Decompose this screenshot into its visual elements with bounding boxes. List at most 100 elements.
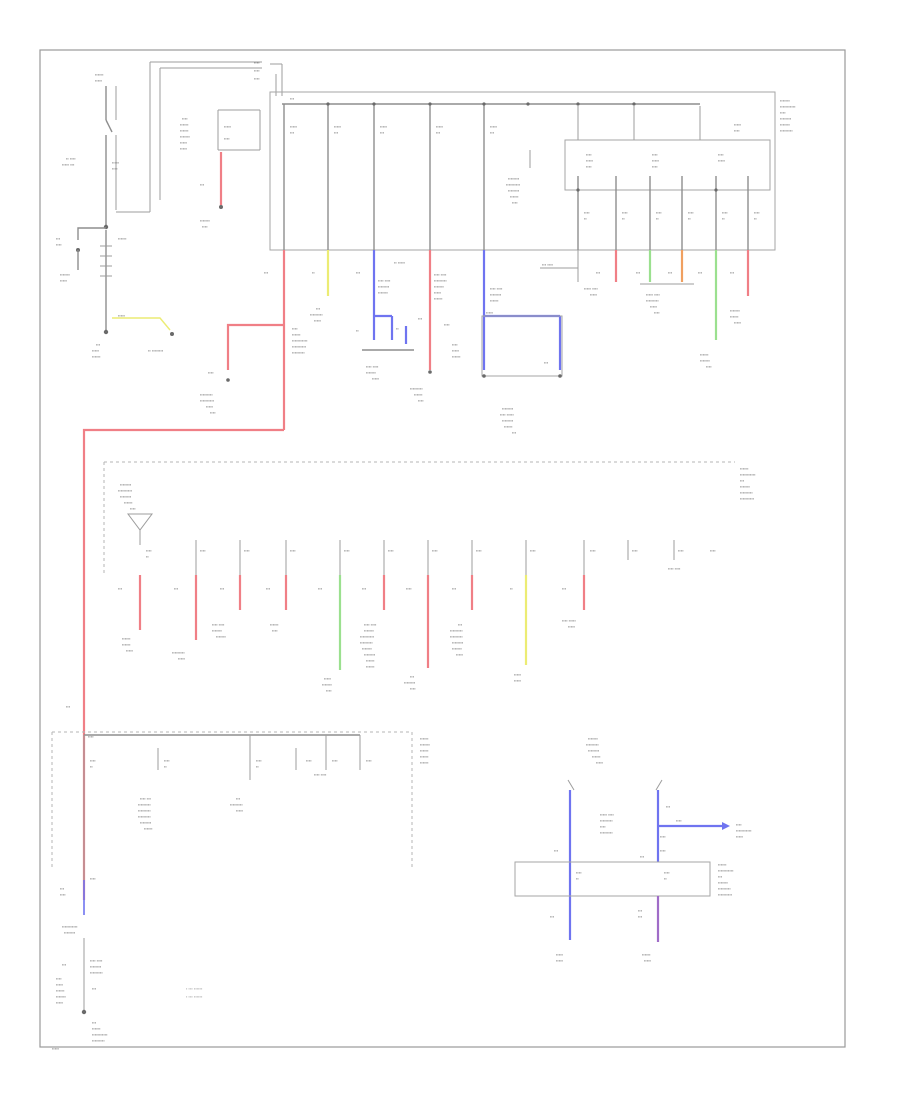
svg-text:▪▪▪▪: ▪▪▪▪ <box>586 164 592 169</box>
svg-text:▪▪▪▪▪▪▪: ▪▪▪▪▪▪▪ <box>364 628 375 633</box>
svg-text:▪▪▪▪: ▪▪▪▪ <box>736 822 742 827</box>
svg-text:▪▪▪▪: ▪▪▪▪ <box>664 870 670 875</box>
svg-text:▪▪▪▪: ▪▪▪▪ <box>256 758 262 763</box>
svg-text:▪▪▪▪▪▪▪▪: ▪▪▪▪▪▪▪▪ <box>490 292 502 297</box>
svg-text:▪▪▪▪▪: ▪▪▪▪▪ <box>586 158 594 163</box>
svg-text:▪▪▪▪▪▪▪▪▪▪: ▪▪▪▪▪▪▪▪▪▪ <box>506 182 521 187</box>
svg-text:▪▪▪▪▪: ▪▪▪▪▪ <box>380 124 388 129</box>
svg-text:▪▪▪▪▪▪: ▪▪▪▪▪▪ <box>642 952 651 957</box>
svg-text:▪▪▪▪▪▪: ▪▪▪▪▪▪ <box>414 392 423 397</box>
svg-text:▪▪▪: ▪▪▪ <box>92 986 97 991</box>
red-feed: ▪▪▪▪ ▪▪▪▪▪▪ ▪▪▪▪▪▪▪▪▪▪▪ ▪▪▪▪▪▪▪▪▪▪ ▪▪▪▪▪… <box>66 323 308 900</box>
svg-text:▪▪▪: ▪▪▪ <box>236 796 241 801</box>
svg-text:▪▪▪▪▪▪▪: ▪▪▪▪▪▪▪ <box>180 134 191 139</box>
svg-text:▪▪▪: ▪▪▪ <box>220 586 225 591</box>
svg-text:▪▪▪▪▪▪▪: ▪▪▪▪▪▪▪ <box>718 880 729 885</box>
svg-text:▪▪▪▪: ▪▪▪▪ <box>130 506 136 511</box>
svg-text:▪▪▪▪: ▪▪▪▪ <box>754 210 760 215</box>
svg-text:▪▪▪▪: ▪▪▪▪ <box>530 548 536 553</box>
svg-text:▪▪▪: ▪▪▪ <box>356 270 361 275</box>
svg-text:▪▪▪▪▪▪▪▪▪: ▪▪▪▪▪▪▪▪▪ <box>90 970 103 975</box>
svg-text:▪▪▪▪▪▪▪▪: ▪▪▪▪▪▪▪▪ <box>452 640 464 645</box>
svg-text:▪▪▪▪: ▪▪▪▪ <box>452 342 458 347</box>
svg-text:▪▪▪▪ ▪▪▪▪: ▪▪▪▪ ▪▪▪▪ <box>668 566 681 571</box>
svg-text:▪▪▪▪▪: ▪▪▪▪▪ <box>514 672 522 677</box>
svg-text:▪▪▪: ▪▪▪ <box>174 586 179 591</box>
svg-text:▪▪▪▪▪: ▪▪▪▪▪ <box>334 124 342 129</box>
svg-text:▪▪▪▪▪: ▪▪▪▪▪ <box>644 958 652 963</box>
svg-text:▪▪▪▪▪▪▪▪▪: ▪▪▪▪▪▪▪▪▪ <box>292 350 305 355</box>
svg-text:▪▪▪▪: ▪▪▪▪ <box>146 548 152 553</box>
svg-text:▪▪▪▪▪▪: ▪▪▪▪▪▪ <box>504 424 513 429</box>
svg-text:▪▪▪: ▪▪▪ <box>730 270 735 275</box>
svg-text:▪▪▪▪▪▪▪▪▪: ▪▪▪▪▪▪▪▪▪ <box>172 650 185 655</box>
svg-text:▪▪▪▪▪▪▪▪▪: ▪▪▪▪▪▪▪▪▪ <box>600 830 613 835</box>
svg-text:▪▪▪▪▪: ▪▪▪▪▪ <box>56 982 64 987</box>
svg-text:▪▪▪▪▪▪▪: ▪▪▪▪▪▪▪ <box>322 682 333 687</box>
svg-text:▪▪▪▪▪▪▪: ▪▪▪▪▪▪▪ <box>452 646 463 651</box>
svg-text:▪▪▪▪: ▪▪▪▪ <box>632 548 638 553</box>
svg-text:▪▪▪: ▪▪▪ <box>436 130 441 135</box>
svg-text:▪ ▪▪▪ ▪▪▪▪▪▪: ▪ ▪▪▪ ▪▪▪▪▪▪ <box>186 986 203 991</box>
svg-text:▪▪▪▪▪: ▪▪▪▪▪ <box>652 158 660 163</box>
fuse-box-middle: ▪▪▪▪▪▪ ▪▪▪▪▪▪▪▪▪▪▪ ▪▪▪ ▪▪▪▪▪▪▪ ▪▪▪▪▪▪▪▪▪… <box>103 461 756 575</box>
svg-text:▪▪▪▪ ▪▪▪▪: ▪▪▪▪ ▪▪▪▪ <box>378 278 391 283</box>
svg-text:▪▪▪▪▪▪▪▪▪▪: ▪▪▪▪▪▪▪▪▪▪ <box>200 398 215 403</box>
svg-text:▪▪▪▪▪▪▪▪: ▪▪▪▪▪▪▪▪ <box>378 284 390 289</box>
svg-text:▪▪▪▪▪▪▪▪▪▪▪: ▪▪▪▪▪▪▪▪▪▪▪ <box>736 828 752 833</box>
svg-text:▪▪▪▪: ▪▪▪▪ <box>56 976 62 981</box>
svg-text:▪▪▪▪▪▪: ▪▪▪▪▪▪ <box>420 760 429 765</box>
svg-text:▪▪▪▪: ▪▪▪▪ <box>586 152 592 157</box>
svg-text:▪▪▪▪▪▪▪▪▪▪: ▪▪▪▪▪▪▪▪▪▪ <box>360 634 375 639</box>
svg-text:▪▪▪▪▪▪: ▪▪▪▪▪▪ <box>718 862 727 867</box>
svg-text:▪▪▪▪: ▪▪▪▪ <box>512 200 518 205</box>
svg-text:▪▪▪▪▪▪▪▪▪: ▪▪▪▪▪▪▪▪▪ <box>740 490 753 495</box>
svg-text:▪▪▪▪▪: ▪▪▪▪▪ <box>95 78 103 83</box>
svg-text:▪▪▪: ▪▪▪ <box>418 316 423 321</box>
svg-text:▪▪▪: ▪▪▪ <box>290 130 295 135</box>
svg-text:▪▪▪▪▪▪▪▪▪▪: ▪▪▪▪▪▪▪▪▪▪ <box>118 488 133 493</box>
svg-text:▪▪▪▪▪▪▪: ▪▪▪▪▪▪▪ <box>434 284 445 289</box>
svg-text:▪▪▪▪▪▪▪▪▪: ▪▪▪▪▪▪▪▪▪ <box>310 312 323 317</box>
relay-box-left: ▪▪▪▪ ▪▪▪▪▪▪ ▪▪▪▪▪▪ ▪▪▪▪▪▪▪ ▪▪▪▪▪ ▪▪▪▪▪ ▪… <box>180 109 261 229</box>
svg-text:▪▪▪▪▪: ▪▪▪▪▪ <box>118 313 126 318</box>
svg-text:▪▪▪: ▪▪▪ <box>718 874 723 879</box>
svg-text:▪▪▪▪: ▪▪▪▪ <box>688 210 694 215</box>
svg-text:▪▪▪▪▪: ▪▪▪▪▪ <box>180 140 188 145</box>
svg-text:▪▪▪▪▪▪: ▪▪▪▪▪▪ <box>292 332 301 337</box>
svg-text:▪▪▪▪: ▪▪▪▪ <box>182 116 188 121</box>
svg-text:▪▪▪▪: ▪▪▪▪ <box>254 76 260 81</box>
svg-text:▪▪▪▪▪▪▪: ▪▪▪▪▪▪▪ <box>366 370 377 375</box>
svg-text:▪▪▪▪▪▪▪▪: ▪▪▪▪▪▪▪▪ <box>780 116 792 121</box>
svg-text:▪▪: ▪▪ <box>146 554 149 559</box>
svg-text:▪▪▪: ▪▪▪ <box>410 674 415 679</box>
svg-text:▪▪▪▪: ▪▪▪▪ <box>244 548 250 553</box>
svg-text:▪▪▪: ▪▪▪ <box>666 804 671 809</box>
svg-text:▪▪▪▪▪▪▪▪▪: ▪▪▪▪▪▪▪▪▪ <box>410 386 423 391</box>
svg-text:▪▪▪: ▪▪▪ <box>60 886 65 891</box>
svg-text:▪▪▪▪▪▪▪▪▪: ▪▪▪▪▪▪▪▪▪ <box>450 634 463 639</box>
svg-text:▪▪▪▪▪: ▪▪▪▪▪ <box>514 678 522 683</box>
svg-text:▪▪▪▪▪▪: ▪▪▪▪▪▪ <box>420 736 429 741</box>
svg-text:▪▪▪▪ ▪▪▪▪▪: ▪▪▪▪ ▪▪▪▪▪ <box>500 412 514 417</box>
svg-text:▪▪▪▪: ▪▪▪▪ <box>406 586 412 591</box>
svg-text:▪▪: ▪▪ <box>622 216 625 221</box>
junction-box-lower: ▪▪▪▪▪▪ ▪▪▪▪▪▪▪ ▪▪▪▪▪▪ ▪▪▪▪▪▪ ▪▪▪▪▪▪ ▪▪▪▪… <box>51 731 431 1051</box>
svg-text:▪▪▪▪▪▪▪: ▪▪▪▪▪▪▪ <box>362 646 373 651</box>
svg-text:▪▪▪▪▪▪▪▪: ▪▪▪▪▪▪▪▪ <box>90 964 102 969</box>
svg-text:▪▪▪▪▪▪▪: ▪▪▪▪▪▪▪ <box>200 218 211 223</box>
svg-text:▪▪: ▪▪ <box>754 216 757 221</box>
svg-text:▪▪ ▪▪▪▪: ▪▪ ▪▪▪▪ <box>66 156 76 161</box>
svg-text:▪▪▪▪: ▪▪▪▪ <box>678 548 684 553</box>
svg-text:▪▪▪▪▪▪▪▪▪: ▪▪▪▪▪▪▪▪▪ <box>434 278 447 283</box>
svg-text:▪▪▪▪▪▪▪▪▪▪▪: ▪▪▪▪▪▪▪▪▪▪▪ <box>780 104 796 109</box>
svg-text:▪▪▪▪: ▪▪▪▪ <box>734 128 740 133</box>
svg-text:▪▪▪▪▪▪▪▪▪▪: ▪▪▪▪▪▪▪▪▪▪ <box>292 344 307 349</box>
svg-text:▪▪▪▪▪▪▪: ▪▪▪▪▪▪▪ <box>420 742 431 747</box>
svg-text:▪▪▪▪▪▪▪▪▪▪▪: ▪▪▪▪▪▪▪▪▪▪▪ <box>718 868 734 873</box>
svg-text:▪▪▪▪▪: ▪▪▪▪▪ <box>490 124 498 129</box>
svg-text:▪▪▪▪: ▪▪▪▪ <box>718 152 724 157</box>
svg-text:▪▪▪▪▪▪▪▪▪: ▪▪▪▪▪▪▪▪▪ <box>138 802 151 807</box>
svg-text:▪▪▪▪: ▪▪▪▪ <box>656 210 662 215</box>
